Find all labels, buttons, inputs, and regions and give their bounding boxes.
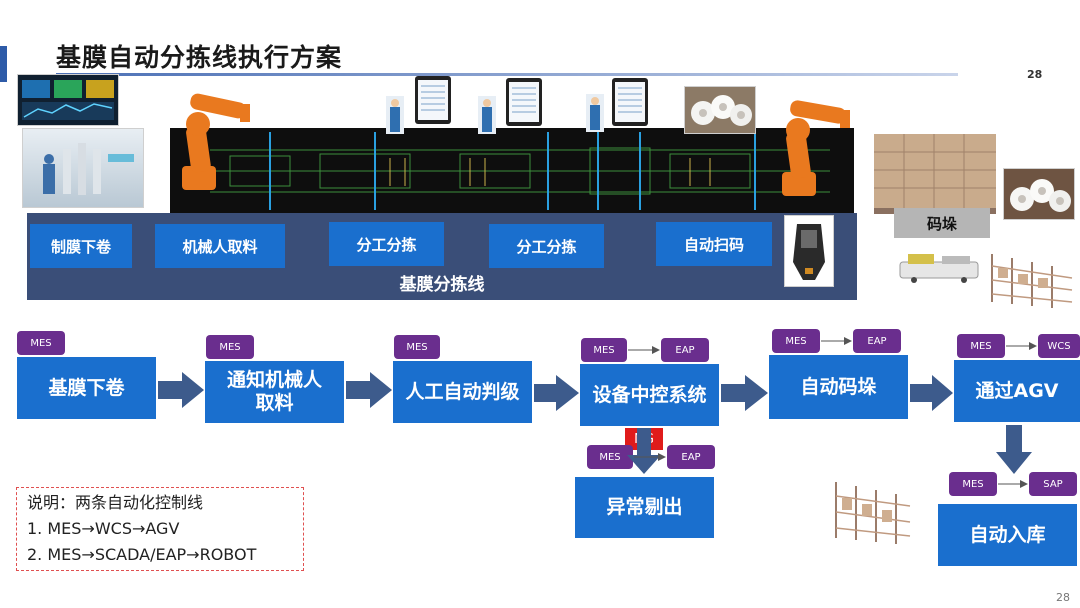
robot-arm-left-icon — [182, 93, 250, 190]
robot-arm-right-icon — [782, 100, 850, 196]
step-grading: 人工自动判级 — [393, 361, 532, 423]
page-number-bottom: 28 — [1056, 591, 1070, 604]
mes-tag: MES — [949, 472, 997, 496]
film-rolls-image — [684, 86, 756, 134]
warehouse-racks-image-2 — [835, 482, 911, 544]
mes-tag: MES — [581, 338, 627, 362]
wcs-tag: WCS — [1038, 334, 1080, 358]
step-film-unwinding: 基膜下卷 — [17, 357, 156, 419]
line-schematic-graphic — [170, 128, 854, 214]
step-reject: 异常剔出 — [575, 477, 714, 538]
dashboard-screen-image — [17, 74, 119, 126]
film-rolls-image-2 — [1003, 168, 1075, 220]
barcode-scanner-image — [784, 215, 834, 287]
title-accent-bar — [0, 46, 7, 82]
mes-tag: MES — [394, 335, 440, 359]
pallet-stack-image — [874, 134, 996, 214]
warehouse-racks-image — [991, 254, 1073, 308]
factory-graphic — [43, 143, 134, 195]
page-number-top: 28 — [1027, 68, 1043, 81]
flow-arrow — [721, 375, 768, 411]
eap-tag: EAP — [667, 445, 715, 469]
dashboard-graphic — [22, 80, 114, 120]
tablet-icon — [506, 78, 542, 126]
note-item-1: 1. MES→WCS→AGV — [27, 519, 180, 538]
flow-arrow — [346, 372, 392, 408]
worker-icon — [478, 96, 496, 134]
factory-floor-image — [22, 128, 144, 208]
station-robot-pickup: 机械人取料 — [155, 224, 285, 268]
explanation-note: 说明：两条自动化控制线 1. MES→WCS→AGV 2. MES→SCADA/… — [16, 487, 304, 571]
worker-icon — [586, 94, 604, 132]
slide-title: 基膜自动分拣线执行方案 — [56, 43, 343, 72]
eap-tag: EAP — [853, 329, 901, 353]
step-agv-transport: 通过AGV — [954, 360, 1080, 422]
tablet-icon — [612, 78, 648, 126]
flow-arrow — [996, 425, 1032, 474]
flow-arrow — [158, 372, 204, 408]
mes-tag: MES — [957, 334, 1005, 358]
mes-tag: MES — [587, 445, 633, 469]
station-manual-sorting-2: 分工分拣 — [489, 224, 604, 268]
note-heading: 说明：两条自动化控制线 — [27, 493, 204, 512]
title-underline — [56, 73, 958, 76]
agv-vehicle-image — [899, 254, 979, 283]
flow-arrow — [534, 375, 579, 411]
worker-icon — [386, 96, 404, 134]
note-item-2: 2. MES→SCADA/EAP→ROBOT — [27, 545, 257, 564]
production-line-image — [170, 128, 854, 214]
mes-tag: MES — [772, 329, 820, 353]
step-auto-warehousing: 自动入库 — [938, 504, 1077, 566]
station-film-unwinding: 制膜下卷 — [30, 224, 132, 268]
palletizing-label: 码垛 — [894, 208, 990, 238]
station-auto-scan: 自动扫码 — [656, 222, 772, 266]
mes-tag: MES — [17, 331, 65, 355]
sap-tag: SAP — [1029, 472, 1077, 496]
mes-tag: MES — [206, 335, 254, 359]
tablet-icon — [415, 76, 451, 124]
step-central-control: 设备中控系统 — [580, 364, 719, 426]
flow-arrow — [910, 375, 953, 411]
eap-tag: EAP — [661, 338, 709, 362]
step-auto-palletizing: 自动码垛 — [769, 355, 908, 419]
sorting-line-label: 基膜分拣线 — [399, 275, 485, 295]
step-notify-robot: 通知机械人取料 — [205, 361, 344, 423]
station-manual-sorting-1: 分工分拣 — [329, 222, 444, 266]
